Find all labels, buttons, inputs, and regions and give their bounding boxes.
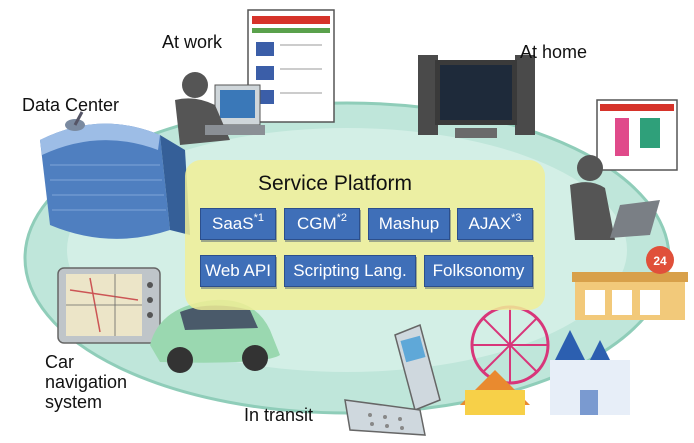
home-shopper-icon: [570, 99, 678, 240]
service-cgm-note: *2: [336, 212, 348, 224]
service-mashup: Mashup: [368, 208, 450, 240]
service-ajax-label: AJAX: [468, 214, 512, 233]
service-saas-note: *1: [253, 212, 264, 224]
service-saas: SaaS*1: [200, 208, 276, 240]
label-car-line2: navigation: [45, 372, 128, 392]
service-cgm-label: CGM: [296, 214, 337, 233]
service-ajax-note: *3: [511, 212, 522, 224]
home-tv-icon: [418, 55, 535, 138]
service-folksonomy: Folksonomy: [424, 255, 533, 287]
service-folksonomy-label: Folksonomy: [432, 261, 525, 280]
label-in-transit: In transit: [244, 405, 314, 425]
convenience-store-icon: [572, 246, 688, 320]
service-cgm: CGM*2: [284, 208, 360, 240]
label-at-home: At home: [520, 42, 588, 62]
service-saas-label: SaaS: [212, 214, 254, 233]
store-sign: 24: [653, 254, 667, 268]
service-scripting-lang-label: Scripting Lang.: [293, 261, 407, 280]
label-car-line3: system: [45, 392, 103, 412]
service-ajax: AJAX*3: [457, 208, 533, 240]
label-car-line1: Car: [45, 352, 75, 372]
label-data-center: Data Center: [22, 95, 120, 115]
label-car-navigation: Car navigation system: [45, 352, 127, 412]
data-center-icon: [40, 111, 190, 239]
car-icon: [150, 299, 280, 373]
service-platform-title: Service Platform: [257, 172, 413, 195]
service-web-api: Web API: [200, 255, 276, 287]
mobile-phone-icon: [344, 323, 441, 436]
car-navigation-icon: [57, 267, 161, 344]
label-at-work: At work: [162, 32, 223, 52]
service-web-api-label: Web API: [205, 261, 271, 280]
office-worker-icon: [175, 9, 335, 145]
service-scripting-lang: Scripting Lang.: [284, 255, 416, 287]
service-mashup-label: Mashup: [378, 214, 440, 233]
